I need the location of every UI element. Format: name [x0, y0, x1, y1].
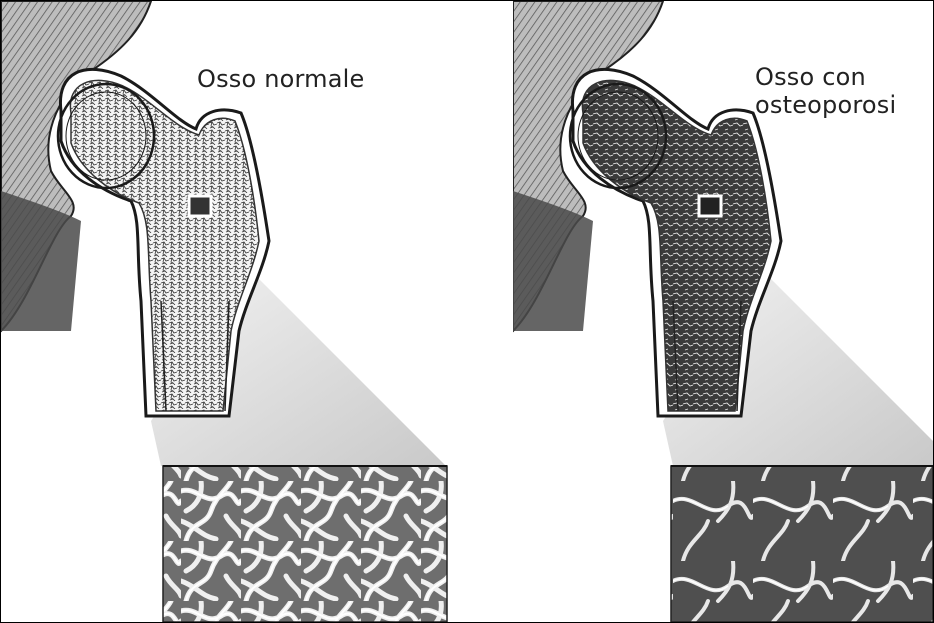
sample-region-marker [189, 196, 211, 216]
panel-normal-bone: Osso normale [1, 1, 467, 622]
normal-bone-illustration [1, 1, 467, 622]
microstructure-inset-normal [163, 466, 447, 622]
caption-osteoporosis: Osso con osteoporosi [755, 63, 896, 119]
panel-osteoporosis-bone: Osso con osteoporosi [513, 1, 933, 622]
caption-osteoporosis-line2: osteoporosi [755, 91, 896, 119]
caption-normal-bone: Osso normale [197, 65, 364, 93]
caption-osteoporosis-line1: Osso con [755, 63, 896, 91]
